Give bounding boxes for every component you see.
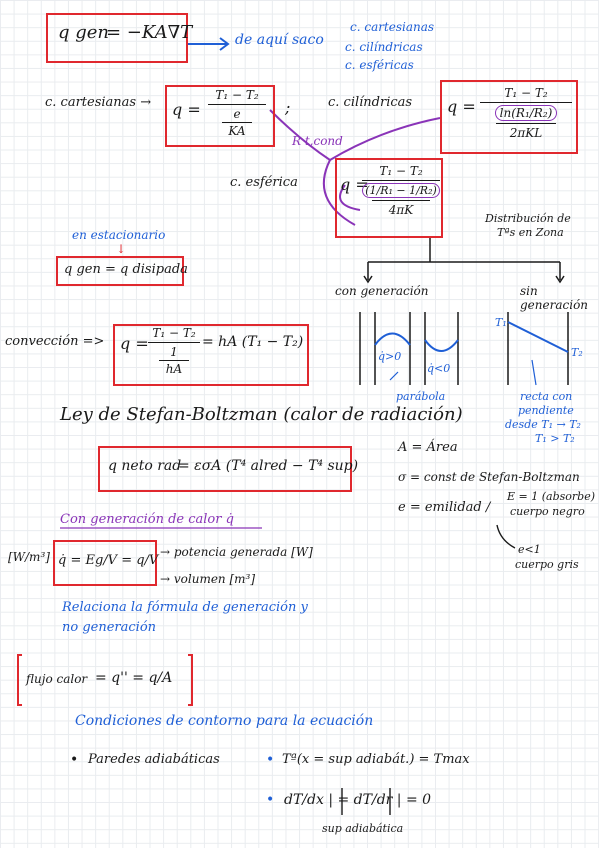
adiabatic-walls: Paredes adiabáticas	[88, 752, 220, 767]
generation-box	[53, 540, 157, 586]
convection-q: q =	[120, 334, 149, 353]
volumen-label: → volumen [m³]	[160, 572, 256, 586]
stationary-eq: q gen = q disipada	[64, 262, 188, 277]
e-less-1: e<1	[518, 543, 541, 556]
cond-tmax: Tª(x = sup adiabát.) = Tmax	[282, 752, 470, 767]
semicolon: ;	[285, 98, 291, 117]
stationary-arrow: ↓	[116, 242, 127, 256]
bullet-dot-2: •	[266, 752, 275, 768]
qdot-positive: q̇>0	[378, 350, 402, 363]
convection-label: convección =>	[5, 334, 105, 349]
black-body: cuerpo negro	[510, 505, 585, 518]
relation-line-2: no generación	[62, 620, 157, 635]
cart-den-den: KA	[228, 124, 246, 138]
line-note-3: desde T₁ → T₂	[505, 418, 581, 431]
emissivity-def: e = emilidad /	[398, 500, 491, 515]
cyl-q: q =	[447, 97, 476, 116]
flux-eq: = q'' = q/A	[95, 670, 173, 686]
t2-label: T₂	[571, 346, 583, 359]
cart-label: c. cartesianas →	[45, 95, 152, 110]
stationary-label: en estacionario	[72, 228, 166, 242]
bullet-dot-3: •	[266, 792, 275, 808]
sph-label: c. esférica	[230, 175, 298, 190]
coord-spherical: c. esféricas	[345, 58, 414, 72]
flux-label: flujo calor	[26, 672, 88, 686]
line-note-2: pendiente	[518, 404, 574, 417]
sigma-def: σ = const de Stefan-Boltzman	[398, 470, 580, 484]
e-equals-1: E = 1 (absorbe)	[507, 490, 595, 503]
line-note-4: T₁ > T₂	[535, 432, 575, 445]
cart-num: T₁ − T₂	[215, 88, 259, 102]
relation-line-1: Relaciona la fórmula de generación y	[62, 600, 308, 615]
sph-den-num: (1/R₁ − 1/R₂)	[362, 183, 440, 198]
cyl-den-num: ln(R₁/R₂)	[494, 105, 558, 121]
convection-box	[113, 324, 309, 386]
convection-num: T₁ − T₂	[152, 326, 196, 340]
sph-num: T₁ − T₂	[379, 164, 423, 178]
without-gen-label: sin generación	[520, 284, 589, 312]
area-def: A = Área	[398, 440, 458, 455]
sph-fraction: T₁ − T₂ (1/R₁ − 1/R₂) 4πK	[362, 164, 440, 217]
qdot-negative: q̇<0	[427, 362, 451, 375]
convection-rhs: = hA (T₁ − T₂)	[202, 334, 304, 350]
sph-box	[335, 158, 443, 238]
cart-fraction: T₁ − T₂ e KA	[208, 88, 266, 138]
boundary-title: Condiciones de contorno para la ecuación	[75, 713, 374, 729]
convection-den-den: hA	[165, 362, 183, 376]
radiation-box	[98, 446, 352, 492]
cyl-box	[440, 80, 578, 154]
t1-label: T₁	[495, 316, 507, 329]
qgen-eq: = −KA∇T	[106, 22, 193, 43]
qgen-box	[46, 13, 188, 63]
sph-den-den: 4πK	[388, 203, 414, 217]
line-note-1: recta con	[520, 390, 573, 403]
grey-body: cuerpo gris	[515, 558, 579, 571]
parabola-label: parábola	[396, 390, 446, 403]
generation-eq: q̇ = Eg/V = q/V	[58, 553, 159, 568]
bullet-dot: •	[70, 752, 79, 768]
cond-derivative: dT/dx | = dT/dr | = 0	[284, 792, 432, 808]
potencia-label: → potencia generada [W]	[160, 545, 313, 559]
convection-den-num: 1	[170, 345, 178, 359]
radiation-q: q neto rad	[108, 458, 182, 474]
cart-box	[165, 85, 275, 147]
convection-fraction: T₁ − T₂ 1 hA	[148, 326, 200, 376]
stationary-box	[56, 256, 184, 286]
radiation-eq: = εσA (T⁴ alred − T⁴ sup)	[178, 458, 359, 474]
distribution-title-2: Tªs en Zona	[497, 226, 564, 239]
distribution-title-1: Distribución de	[485, 212, 571, 225]
cyl-den-den: 2πKL	[509, 126, 543, 140]
rt-cond-label: R t,cond	[292, 134, 343, 148]
cart-q: q =	[172, 100, 201, 119]
coord-cylindrical: c. cilíndricas	[345, 40, 423, 54]
qgen-label: q gen	[58, 22, 110, 43]
coord-cartesian: c. cartesianas	[350, 20, 435, 34]
cyl-fraction: T₁ − T₂ ln(R₁/R₂) 2πKL	[480, 86, 572, 140]
cyl-num: T₁ − T₂	[504, 86, 548, 100]
generation-title: Con generación de calor q̇	[60, 512, 234, 527]
cond-sub: sup adiabática	[322, 822, 404, 835]
radiation-title: Ley de Stefan-Boltzman (calor de radiaci…	[60, 404, 463, 425]
cyl-label: c. cilíndricas	[328, 95, 413, 110]
arrow-text: de aquí saco	[235, 32, 324, 48]
cart-den-num: e	[233, 107, 241, 121]
generation-units: [W/m³]	[8, 550, 50, 564]
with-gen-label: con generación	[335, 284, 429, 298]
sph-q: q =	[340, 175, 369, 194]
